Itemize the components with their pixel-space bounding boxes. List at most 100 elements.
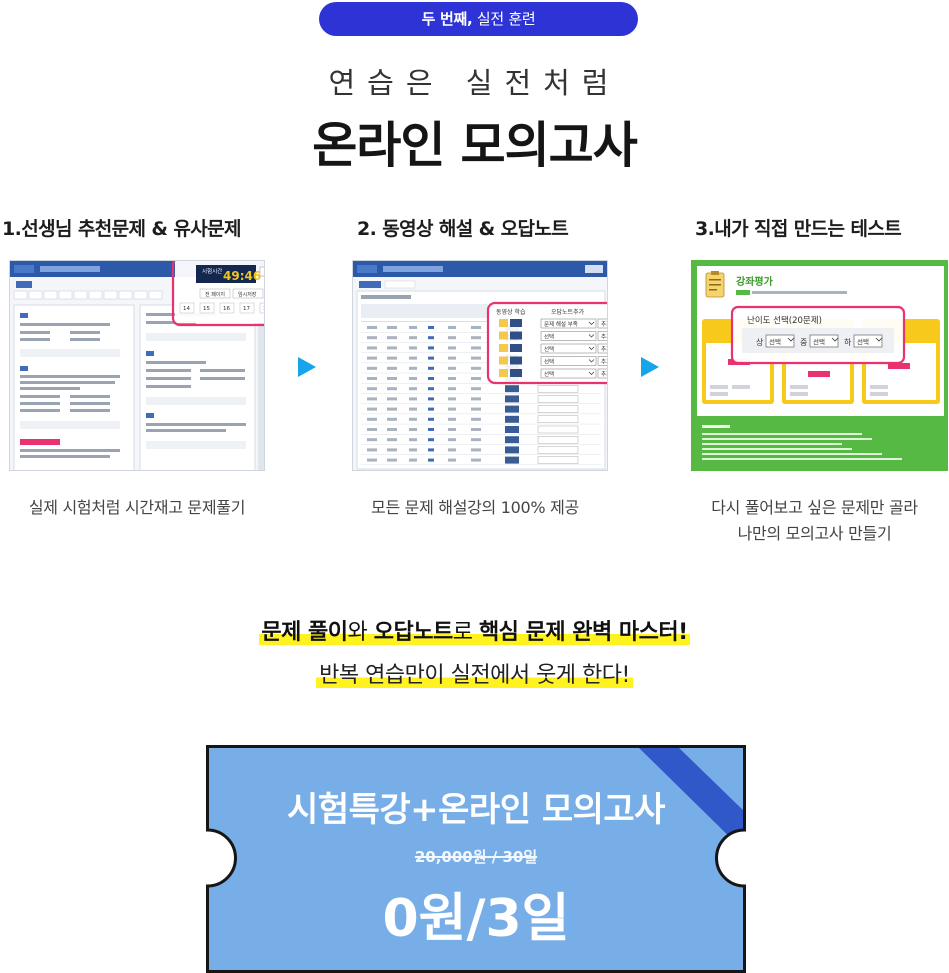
table-cell (471, 438, 481, 442)
timer-label: 시험시간 (202, 267, 222, 275)
video-icon[interactable] (505, 385, 519, 393)
table-cell (387, 326, 397, 329)
coupon-ribbon (636, 745, 746, 853)
video-icon[interactable] (505, 446, 519, 454)
add-note-button[interactable] (597, 356, 608, 366)
table-cell (409, 458, 417, 462)
video-icon[interactable] (505, 426, 519, 433)
table-cell (387, 336, 397, 340)
table-cell (387, 366, 397, 370)
table-cell (448, 458, 456, 462)
tab-prev-page[interactable]: 전 페이지 (205, 291, 225, 298)
table-cell (367, 377, 377, 380)
video-icon[interactable] (505, 395, 519, 403)
table-cell (448, 448, 456, 452)
chevron-down-icon (588, 346, 595, 350)
table-cell (409, 377, 417, 380)
note-reason-select[interactable] (540, 331, 597, 341)
table-cell (471, 346, 481, 350)
table-cell (448, 417, 456, 421)
video-icon[interactable] (505, 436, 519, 444)
feature-2-description: 모든 문제 해설강의 100% 제공 (371, 498, 579, 517)
table-cell (409, 407, 417, 411)
section-title: 온라인 모의고사 (312, 117, 638, 174)
badge-strong-text: 두 번째, (421, 10, 473, 28)
question-number[interactable]: 15 (203, 306, 210, 312)
note-select[interactable] (537, 435, 579, 444)
note-reason-value: 선택 (544, 370, 554, 378)
highlight-part-1: 문제 풀이 (261, 620, 348, 645)
level-high-select[interactable]: 선택 (769, 337, 781, 346)
badge-rest-text: 실전 훈련 (472, 10, 536, 28)
question-number[interactable]: 18 (263, 306, 265, 312)
note-reason-select[interactable] (540, 343, 597, 354)
question-number[interactable]: 17 (243, 306, 250, 312)
add-note-button[interactable] (597, 331, 608, 341)
table-row (361, 393, 601, 394)
table-cell (367, 448, 377, 452)
table-cell (387, 387, 397, 391)
table-cell (409, 336, 417, 340)
add-note-button[interactable] (597, 368, 608, 379)
arrow-right-icon (641, 357, 659, 377)
level-mid-label: 중 (800, 338, 807, 347)
table-cell (409, 428, 417, 431)
level-high-label: 상 (756, 337, 764, 347)
table-cell (448, 377, 456, 380)
video-icon[interactable] (505, 456, 519, 464)
tab-temp-save[interactable]: 임시저장 (238, 291, 257, 298)
highlight-headline: 문제 풀이와 오답노트로 핵심 문제 완벽 마스터! (0, 614, 949, 646)
question-number[interactable]: 14 (183, 306, 190, 312)
play-video-icon[interactable] (499, 344, 522, 352)
clipboard-icon (705, 271, 725, 298)
table-cell (448, 336, 456, 340)
note-select[interactable] (537, 415, 579, 424)
note-select[interactable] (537, 425, 579, 434)
table-row (361, 352, 601, 353)
table-cell (448, 387, 456, 391)
note-select[interactable] (537, 395, 579, 403)
level-mid-select[interactable]: 선택 (813, 337, 825, 346)
note-reason-select[interactable] (540, 368, 597, 379)
table-cell (471, 387, 481, 391)
play-video-icon[interactable] (499, 369, 522, 377)
table-cell (428, 458, 434, 462)
table-cell (387, 356, 397, 360)
table-cell (448, 356, 456, 360)
video-icon[interactable] (505, 415, 519, 423)
table-cell (387, 448, 397, 452)
add-note-button[interactable] (597, 343, 608, 354)
table-cell (428, 346, 434, 350)
table-cell (428, 366, 434, 370)
note-select[interactable] (537, 456, 579, 464)
note-select[interactable] (537, 446, 579, 454)
table-cell (409, 387, 417, 391)
play-video-icon[interactable] (499, 356, 522, 365)
table-cell (428, 407, 434, 411)
video-icon[interactable] (505, 405, 519, 413)
level-low-select[interactable]: 선택 (857, 337, 869, 346)
add-note-button[interactable] (597, 318, 608, 329)
feature-3-description-line1: 다시 풀어보고 싶은 문제만 골라 (711, 498, 918, 517)
arrow-right-icon (298, 357, 316, 377)
table-cell (387, 377, 397, 380)
play-video-icon[interactable] (499, 331, 522, 340)
note-reason-select[interactable] (540, 356, 597, 366)
table-cell (428, 428, 434, 431)
play-video-icon[interactable] (499, 319, 522, 327)
note-select[interactable] (537, 384, 579, 393)
feature-2-title: 2. 동영상 해설 & 오답노트 (357, 218, 569, 240)
note-select[interactable] (537, 405, 579, 413)
coupon-ticket[interactable] (206, 745, 746, 973)
question-number[interactable]: 16 (223, 306, 230, 312)
column-note-label: 오답노트추가 (551, 308, 585, 316)
table-row (361, 383, 601, 384)
table-cell (387, 407, 397, 411)
coupon-original-price-text: 20,000원 / 30일 (414, 848, 538, 866)
note-reason-value: 선택 (544, 358, 554, 366)
add-note-label: 추가 (601, 358, 608, 366)
panel-title: 강좌평가 (736, 275, 774, 288)
note-reason-select[interactable] (540, 318, 597, 329)
table-cell (471, 377, 481, 380)
table-cell (387, 458, 397, 462)
